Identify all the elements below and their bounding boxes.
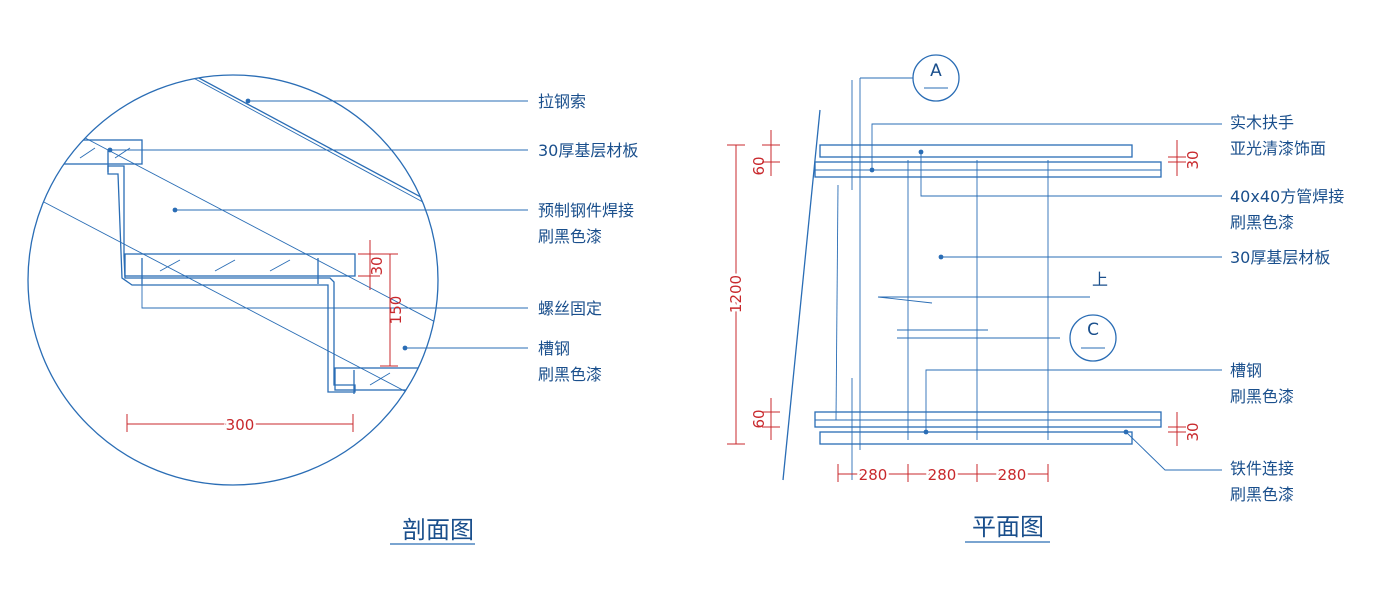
label-plan-channel-1: 槽钢 <box>1230 361 1262 380</box>
label-handrail-2: 亚光清漆饰面 <box>1230 139 1326 158</box>
dim-60-top: 60 <box>750 156 768 175</box>
label-tube-1: 40x40方管焊接 <box>1230 187 1344 206</box>
label-plan-channel-2: 刷黑色漆 <box>1230 387 1294 406</box>
detail-circle <box>27 74 439 486</box>
label-cable: 拉钢索 <box>538 92 586 111</box>
tread-board-bottom <box>334 367 438 391</box>
dim-30: 30 <box>368 256 386 275</box>
label-channel-2: 刷黑色漆 <box>538 365 602 384</box>
dim-30-top: 30 <box>1184 150 1202 169</box>
plan-view: 上 A C 实木扶手 亚光清漆饰面 40x40方管焊接 刷黑色漆 <box>725 54 1344 543</box>
label-screw: 螺丝固定 <box>538 299 602 318</box>
section-title: 剖面图 <box>402 516 474 544</box>
tread-board-middle <box>124 253 356 277</box>
dim-1200: 1200 <box>727 275 745 313</box>
bubble-a: A <box>860 54 960 102</box>
svg-text:C: C <box>1087 320 1099 340</box>
label-iron-1: 铁件连接 <box>1230 459 1294 478</box>
handrail-top <box>819 144 1133 158</box>
dim-150: 150 <box>387 296 405 325</box>
dim-280-c: 280 <box>998 466 1027 484</box>
steel-channel-profile <box>107 165 356 393</box>
label-steel-part-2: 刷黑色漆 <box>538 227 602 246</box>
stair-slope-line-1 <box>39 199 438 421</box>
handrail-bottom <box>819 431 1133 445</box>
dim-60-bottom: 60 <box>750 409 768 428</box>
board-top <box>814 161 1162 178</box>
bubble-c: C <box>1069 314 1117 362</box>
plan-title: 平面图 <box>972 513 1044 541</box>
section-view: 拉钢索 30厚基层材板 预制钢件焊接 刷黑色漆 螺丝固定 槽钢 刷黑色漆 30 … <box>27 74 638 545</box>
dim-280-b: 280 <box>928 466 957 484</box>
label-steel-part-1: 预制钢件焊接 <box>538 201 634 220</box>
dim-30-bottom: 30 <box>1184 422 1202 441</box>
label-board: 30厚基层材板 <box>538 141 638 160</box>
label-tube-2: 刷黑色漆 <box>1230 213 1294 232</box>
dim-300: 300 <box>226 416 255 434</box>
label-plan-board: 30厚基层材板 <box>1230 248 1330 267</box>
wall-edge-1 <box>782 109 821 481</box>
steel-cable <box>183 75 438 211</box>
label-iron-2: 刷黑色漆 <box>1230 485 1294 504</box>
label-channel-1: 槽钢 <box>538 339 570 358</box>
svg-text:A: A <box>930 61 942 81</box>
up-arrow-label: 上 <box>1092 270 1108 289</box>
dim-280-a: 280 <box>859 466 888 484</box>
label-handrail-1: 实木扶手 <box>1230 113 1294 132</box>
board-bottom <box>814 411 1162 428</box>
